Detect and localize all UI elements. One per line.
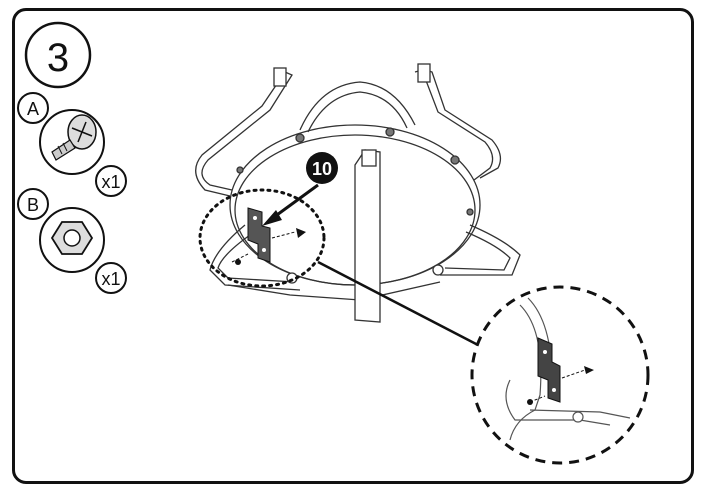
hex-nut-icon — [50, 221, 94, 255]
callout-10: 10 — [262, 152, 338, 226]
step-number: 3 — [47, 36, 69, 80]
part-b-qty: x1 — [101, 269, 120, 289]
part-a: A x1 — [17, 92, 127, 197]
part-a-letter: A — [27, 99, 39, 119]
panel-border — [12, 8, 694, 484]
part-b: B x1 — [17, 188, 127, 294]
detail-highlight — [198, 188, 326, 288]
part-b-letter: B — [27, 195, 39, 215]
base-frame — [195, 63, 521, 323]
bracket-10 — [231, 207, 306, 265]
step-badge: 3 — [24, 21, 92, 89]
zoom-leader-line — [317, 260, 479, 347]
bolt-icon — [51, 114, 97, 161]
zoom-detail — [470, 285, 650, 465]
part-a-qty: x1 — [101, 172, 120, 192]
callout-number: 10 — [312, 159, 332, 179]
